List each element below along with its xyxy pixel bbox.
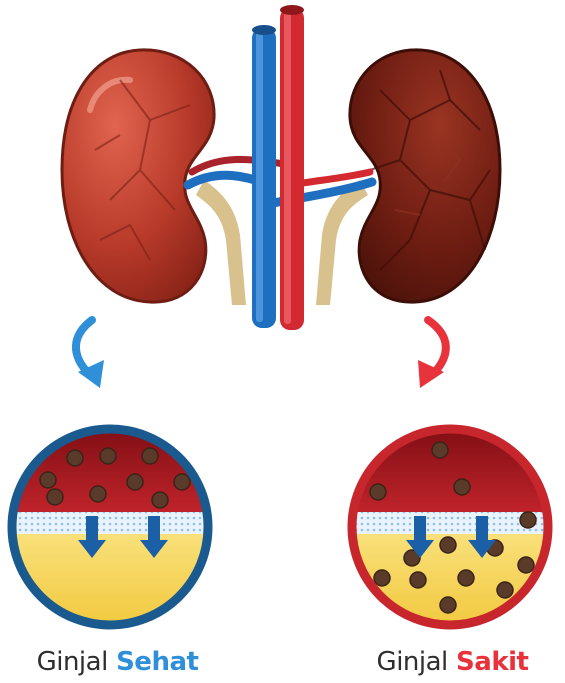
healthy-kidney (62, 50, 214, 302)
sick-kidney-label: Ginjal Sakit (345, 642, 560, 682)
right-label-prefix: Ginjal (377, 647, 448, 677)
sick-filtration-circle (340, 420, 560, 634)
sick-kidney (350, 50, 500, 302)
left-label-prefix: Ginjal (37, 647, 108, 677)
healthy-filtration-circle (0, 420, 220, 634)
curved-arrow-down-icon (418, 320, 446, 388)
right-label-word: Sakit (456, 647, 528, 677)
left-renal-vein (188, 175, 262, 185)
healthy-kidney-label: Ginjal Sehat (10, 642, 225, 682)
aorta (280, 5, 304, 330)
left-label-word: Sehat (116, 647, 198, 677)
vena-cava (252, 25, 276, 328)
curved-arrow-down-icon (76, 320, 104, 388)
